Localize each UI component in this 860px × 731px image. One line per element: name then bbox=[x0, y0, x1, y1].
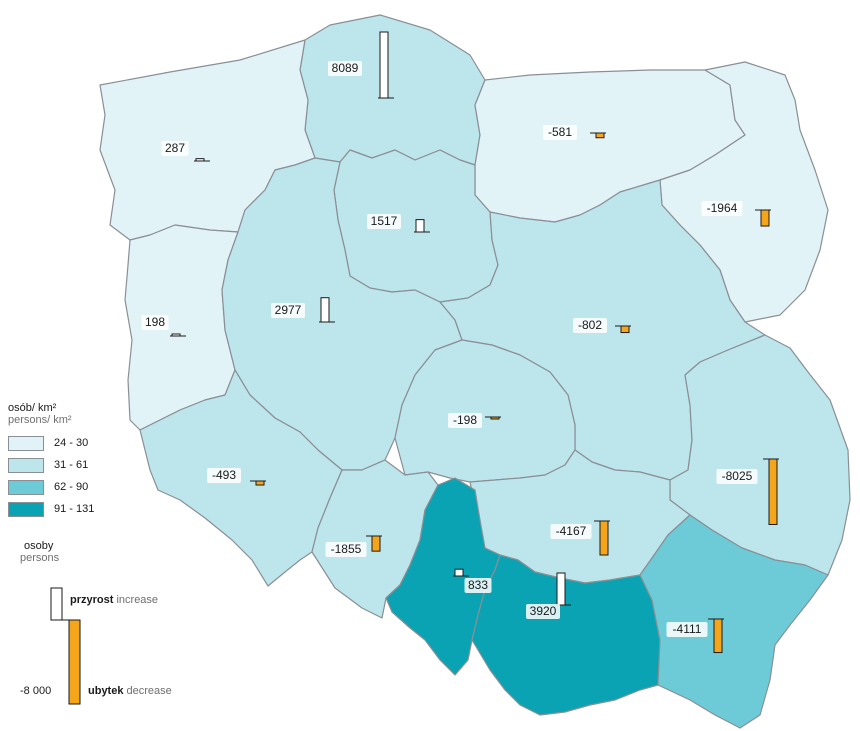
decrease-bar bbox=[713, 618, 723, 654]
value-label-bg bbox=[543, 125, 577, 140]
decrease-bar bbox=[768, 458, 778, 525]
decrease-bar bbox=[255, 480, 265, 486]
value-label-bg bbox=[207, 468, 241, 483]
region-value-label: 2977 bbox=[275, 303, 302, 317]
value-label-bg bbox=[701, 201, 743, 216]
density-class-4-label: 91 - 131 bbox=[54, 503, 95, 515]
region-slaskie bbox=[385, 477, 501, 676]
region-value-label: -4111 bbox=[673, 622, 702, 636]
value-label-bg bbox=[573, 318, 607, 333]
region-value-label: -198 bbox=[453, 413, 477, 427]
region-value-label: 833 bbox=[468, 578, 488, 592]
region-value-label: -1855 bbox=[331, 542, 362, 556]
value-label-bg bbox=[716, 469, 758, 484]
density-swatch-3 bbox=[8, 479, 44, 495]
density-class-4: 91 - 131 bbox=[8, 498, 208, 520]
value-label-bg bbox=[328, 61, 362, 76]
legend-scale-value: -8 000 bbox=[20, 685, 51, 697]
density-class-2-label: 31 - 61 bbox=[54, 459, 89, 471]
region-value-label: 8089 bbox=[332, 61, 359, 75]
persons-legend: osoby persons bbox=[14, 540, 214, 564]
decrease-bar bbox=[599, 520, 609, 556]
region-value-label: -1964 bbox=[707, 201, 738, 215]
density-class-1: 24 - 30 bbox=[8, 432, 208, 454]
region-value-label: -581 bbox=[548, 125, 572, 139]
density-swatch-2 bbox=[8, 457, 44, 473]
region-value-label: 3920 bbox=[530, 604, 557, 618]
value-label-bg bbox=[271, 303, 305, 318]
density-class-1-label: 24 - 30 bbox=[54, 437, 89, 449]
decrease-bar bbox=[371, 535, 381, 552]
bars-layer bbox=[170, 31, 779, 654]
density-class-3: 62 - 90 bbox=[8, 476, 208, 498]
value-label-bg bbox=[464, 578, 492, 593]
value-label-bg bbox=[526, 604, 560, 619]
persons-legend-graphic: przyrost increase ubytek decrease -8 000 bbox=[20, 587, 172, 705]
increase-bar bbox=[415, 219, 425, 233]
value-label-bg bbox=[448, 413, 482, 428]
legend-increase-bar bbox=[50, 587, 63, 621]
value-label-bg bbox=[325, 542, 367, 557]
density-legend-title-en: persons/ km² bbox=[8, 414, 72, 426]
increase-bar bbox=[556, 572, 566, 606]
increase-bar bbox=[454, 568, 464, 577]
region-malopolskie bbox=[471, 554, 661, 716]
legend-increase-label: przyrost increase bbox=[70, 594, 158, 606]
region-pomorskie bbox=[299, 14, 486, 166]
region-value-label: 1517 bbox=[371, 214, 398, 228]
density-legend: osób/ km² persons/ km² 24 - 30 31 - 61 6… bbox=[8, 402, 208, 520]
legend-decrease-label: ubytek decrease bbox=[88, 685, 172, 697]
increase-bar bbox=[379, 31, 389, 99]
legend-decrease-bar bbox=[68, 619, 81, 705]
value-label-bg bbox=[666, 622, 708, 637]
region-value-label: -8025 bbox=[722, 469, 753, 483]
decrease-bar bbox=[760, 209, 770, 227]
density-class-2: 31 - 61 bbox=[8, 454, 208, 476]
density-swatch-4 bbox=[8, 501, 44, 517]
value-label-bg bbox=[367, 214, 401, 229]
region-value-label: -493 bbox=[212, 468, 236, 482]
decrease-bar bbox=[620, 325, 630, 334]
region-podkarpackie bbox=[639, 514, 829, 729]
value-label-bg bbox=[141, 315, 169, 330]
persons-legend-title-pl: osoby bbox=[24, 540, 54, 552]
region-value-label: -802 bbox=[578, 318, 602, 332]
increase-bar bbox=[320, 297, 330, 323]
persons-legend-title-en: persons bbox=[20, 552, 60, 564]
region-value-label: 198 bbox=[145, 315, 165, 329]
value-label-bg bbox=[550, 524, 592, 539]
region-value-label: 287 bbox=[165, 141, 185, 155]
region-value-label: -4167 bbox=[556, 524, 587, 538]
value-label-bg bbox=[161, 141, 189, 156]
labels-layer: 8089 287 -581 -1964 1517 198 2977 -802 -198 -493 -… bbox=[141, 61, 758, 637]
density-class-3-label: 62 - 90 bbox=[54, 481, 89, 493]
decrease-bar bbox=[595, 132, 605, 139]
density-legend-title-pl: osób/ km² bbox=[8, 402, 57, 414]
density-swatch-1 bbox=[8, 435, 44, 451]
